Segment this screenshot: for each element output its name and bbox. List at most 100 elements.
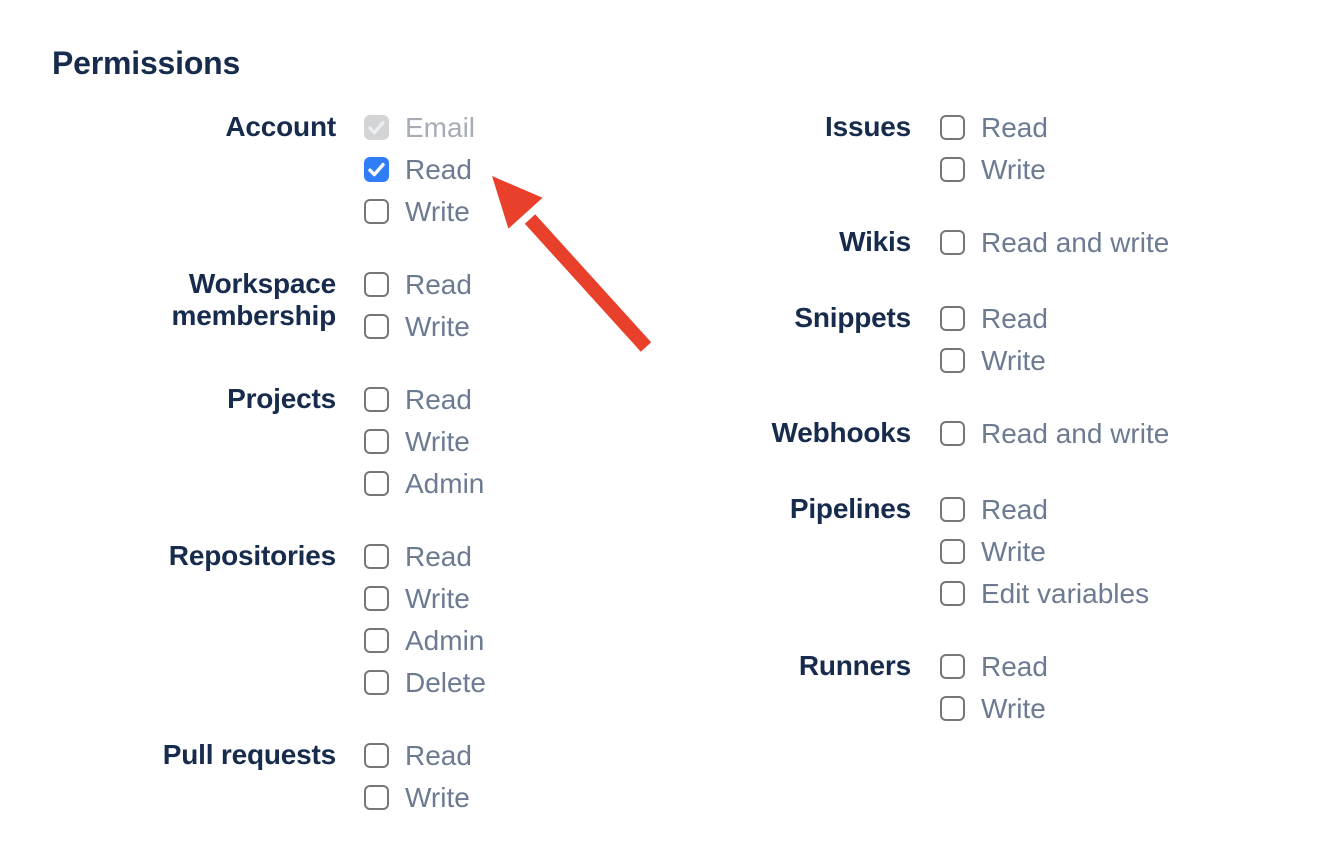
perm-group-label-snippets: Snippets <box>794 302 911 333</box>
option-runners-read[interactable]: Read <box>940 653 1048 681</box>
checkbox-account-email <box>364 115 389 140</box>
option-workspace-membership-read[interactable]: Read <box>364 271 472 299</box>
option-pipelines-read[interactable]: Read <box>940 494 1149 525</box>
checkbox-projects-write[interactable] <box>364 429 389 454</box>
checkbox-issues-read[interactable] <box>940 115 965 140</box>
option-projects-read[interactable]: Read <box>364 384 484 415</box>
option-label-write: Write <box>981 154 1046 185</box>
checkbox-snippets-write[interactable] <box>940 348 965 373</box>
perm-group-label-projects: Projects <box>227 383 336 414</box>
checkbox-issues-write[interactable] <box>940 157 965 182</box>
option-label-write: Write <box>981 536 1046 567</box>
checkbox-repositories-admin[interactable] <box>364 628 389 653</box>
option-runners-write[interactable]: Write <box>940 693 1048 724</box>
perm-group-label-account: Account <box>225 111 336 142</box>
perm-group-label-pull-requests: Pull requests <box>162 739 336 770</box>
checkbox-runners-write[interactable] <box>940 696 965 721</box>
option-label-write: Write <box>405 426 470 457</box>
option-label-email: Email <box>405 112 476 143</box>
perm-group-label-pipelines: Pipelines <box>789 493 911 524</box>
checkbox-workspace-membership-write[interactable] <box>364 314 389 339</box>
option-pull-requests-read[interactable]: Read <box>364 740 472 771</box>
option-projects-write[interactable]: Write <box>364 426 484 457</box>
option-label-write: Write <box>981 345 1046 376</box>
option-label-read: Read <box>405 384 472 415</box>
option-projects-admin[interactable]: Admin <box>364 468 485 499</box>
perm-options-wikis: Read and write <box>940 227 1170 258</box>
checkbox-pull-requests-read[interactable] <box>364 743 389 768</box>
option-snippets-write[interactable]: Write <box>940 345 1048 376</box>
option-wikis-read-and-write[interactable]: Read and write <box>940 227 1170 258</box>
perm-group-label-wikis: Wikis <box>839 226 911 257</box>
option-repositories-delete[interactable]: Delete <box>364 669 486 697</box>
option-repositories-read[interactable]: Read <box>364 543 486 571</box>
checkbox-webhooks-read-and-write[interactable] <box>940 421 965 446</box>
option-label-read-and-write: Read and write <box>981 418 1170 449</box>
option-issues-read[interactable]: Read <box>940 112 1048 143</box>
option-label-edit-variables: Edit variables <box>981 578 1150 609</box>
checkbox-repositories-write[interactable] <box>364 586 389 611</box>
perm-group-label-issues: Issues <box>825 111 911 142</box>
option-label-write: Write <box>405 196 470 227</box>
checkbox-workspace-membership-read[interactable] <box>364 272 389 297</box>
checkbox-projects-admin[interactable] <box>364 471 389 496</box>
option-pipelines-edit-variables[interactable]: Edit variables <box>940 578 1150 609</box>
perm-options-webhooks: Read and write <box>940 418 1170 449</box>
option-label-write: Write <box>405 311 470 342</box>
checkbox-wikis-read-and-write[interactable] <box>940 230 965 255</box>
option-label-read-and-write: Read and write <box>981 227 1170 258</box>
perm-group-webhooks: Webhooks Read and write <box>700 417 1300 449</box>
option-issues-write[interactable]: Write <box>940 154 1048 185</box>
option-account-read[interactable]: Read <box>364 154 475 185</box>
checkbox-account-read[interactable] <box>364 157 389 182</box>
checkbox-runners-read[interactable] <box>940 654 965 679</box>
perm-group-label-webhooks: Webhooks <box>771 417 912 448</box>
option-label-write: Write <box>405 782 470 813</box>
option-label-admin: Admin <box>405 468 485 499</box>
checkbox-pipelines-read[interactable] <box>940 497 965 522</box>
perm-group-label-runners: Runners <box>798 650 911 681</box>
checkbox-pipelines-edit-variables[interactable] <box>940 581 965 606</box>
option-label-read: Read <box>405 740 472 771</box>
option-workspace-membership-write[interactable]: Write <box>364 311 472 342</box>
option-account-write[interactable]: Write <box>364 196 475 227</box>
option-label-read: Read <box>981 112 1048 143</box>
checkbox-pull-requests-write[interactable] <box>364 785 389 810</box>
perm-group-label-repositories: Repositories <box>168 540 336 571</box>
checkmark-icon <box>368 162 385 177</box>
option-repositories-write[interactable]: Write <box>364 585 486 613</box>
option-repositories-admin[interactable]: Admin <box>364 627 486 655</box>
option-snippets-read[interactable]: Read <box>940 305 1048 333</box>
checkbox-repositories-delete[interactable] <box>364 670 389 695</box>
option-label-read: Read <box>981 494 1048 525</box>
checkbox-projects-read[interactable] <box>364 387 389 412</box>
option-label-write: Write <box>981 693 1046 724</box>
checkbox-account-write[interactable] <box>364 199 389 224</box>
option-pipelines-write[interactable]: Write <box>940 536 1149 567</box>
option-pull-requests-write[interactable]: Write <box>364 782 472 813</box>
option-webhooks-read-and-write[interactable]: Read and write <box>940 418 1170 449</box>
checkbox-snippets-read[interactable] <box>940 306 965 331</box>
option-label-read: Read <box>405 154 472 185</box>
checkbox-pipelines-write[interactable] <box>940 539 965 564</box>
checkbox-repositories-read[interactable] <box>364 544 389 569</box>
